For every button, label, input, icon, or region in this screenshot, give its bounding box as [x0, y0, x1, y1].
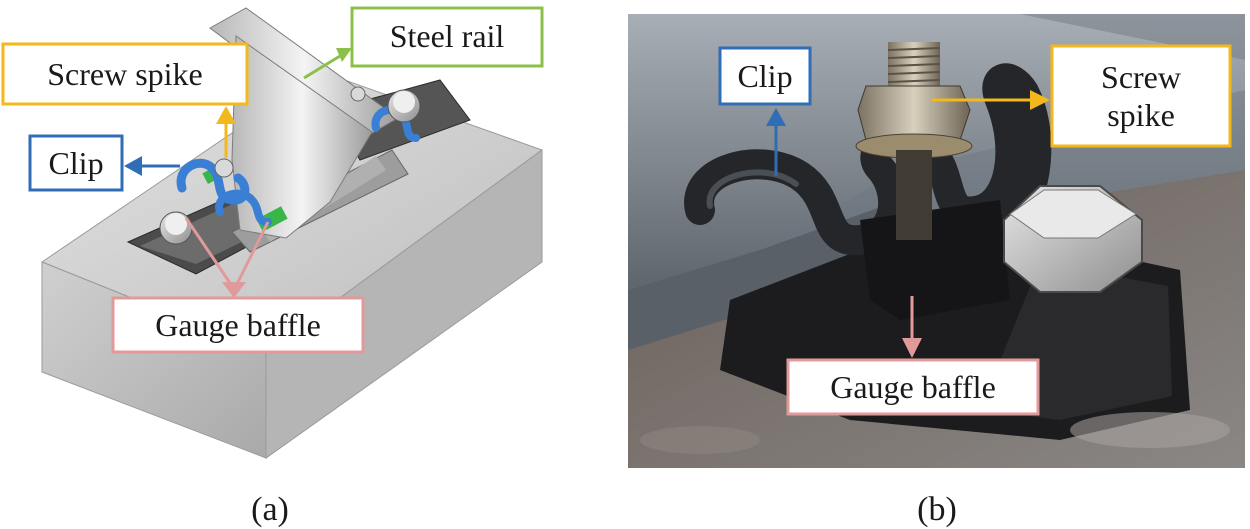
arrow-steel-rail-a — [336, 48, 352, 62]
callout-screw-spike-a-text: Screw spike — [47, 56, 203, 92]
gauge-baffle-b — [860, 200, 1010, 320]
nut-right-top — [393, 91, 415, 113]
panel-a-illustration — [40, 7, 544, 459]
sleeper-side — [265, 149, 543, 459]
callout-gauge-baffle-a: Gauge baffle — [111, 217, 365, 354]
puddle-reflection — [1070, 412, 1230, 448]
callout-clip-a: Clip — [28, 134, 180, 192]
bolt-thread-lines — [887, 47, 941, 83]
callout-gauge-baffle-b-text: Gauge baffle — [830, 369, 996, 405]
puddle-reflection-2 — [640, 426, 760, 454]
anchor-nut-b-top — [1009, 189, 1137, 239]
nut-left-top — [165, 213, 187, 235]
callout-screw-spike-b: Screw spike — [932, 44, 1232, 148]
callout-gauge-baffle-b: Gauge baffle — [786, 296, 1040, 416]
callout-steel-rail-a: Steel rail — [303, 6, 544, 80]
callout-screw-spike-b-line2: spike — [1107, 97, 1175, 133]
callout-clip-b: Clip — [718, 46, 812, 176]
arrow-screw-spike-b — [1030, 90, 1050, 110]
callout-screw-spike-b-line1: Screw — [1101, 59, 1181, 95]
screw-spike-head-right — [350, 86, 366, 102]
screw-spike-shaft — [896, 150, 932, 240]
arrow-gauge-baffle-b — [902, 338, 922, 358]
callout-steel-rail-a-text: Steel rail — [390, 18, 505, 54]
rail-body — [231, 35, 373, 239]
clip-left-lower — [215, 189, 272, 226]
callout-clip-b-text: Clip — [737, 58, 792, 94]
callout-clip-a-text: Clip — [48, 145, 103, 181]
screw-spike-nut — [857, 85, 971, 141]
callout-screw-spike-a: Screw spike — [1, 42, 249, 158]
clip-b-highlight — [706, 169, 799, 209]
caption-b: (b) — [917, 491, 957, 528]
arrow-screw-spike-a — [216, 106, 236, 124]
arrow-clip-a — [124, 156, 142, 176]
screw-spike-head — [214, 158, 234, 178]
arrow-clip-b — [766, 108, 786, 126]
caption-a: (a) — [251, 491, 289, 528]
callout-gauge-baffle-a-text: Gauge baffle — [155, 307, 321, 343]
arrow-gauge-baffle-a — [222, 282, 246, 298]
